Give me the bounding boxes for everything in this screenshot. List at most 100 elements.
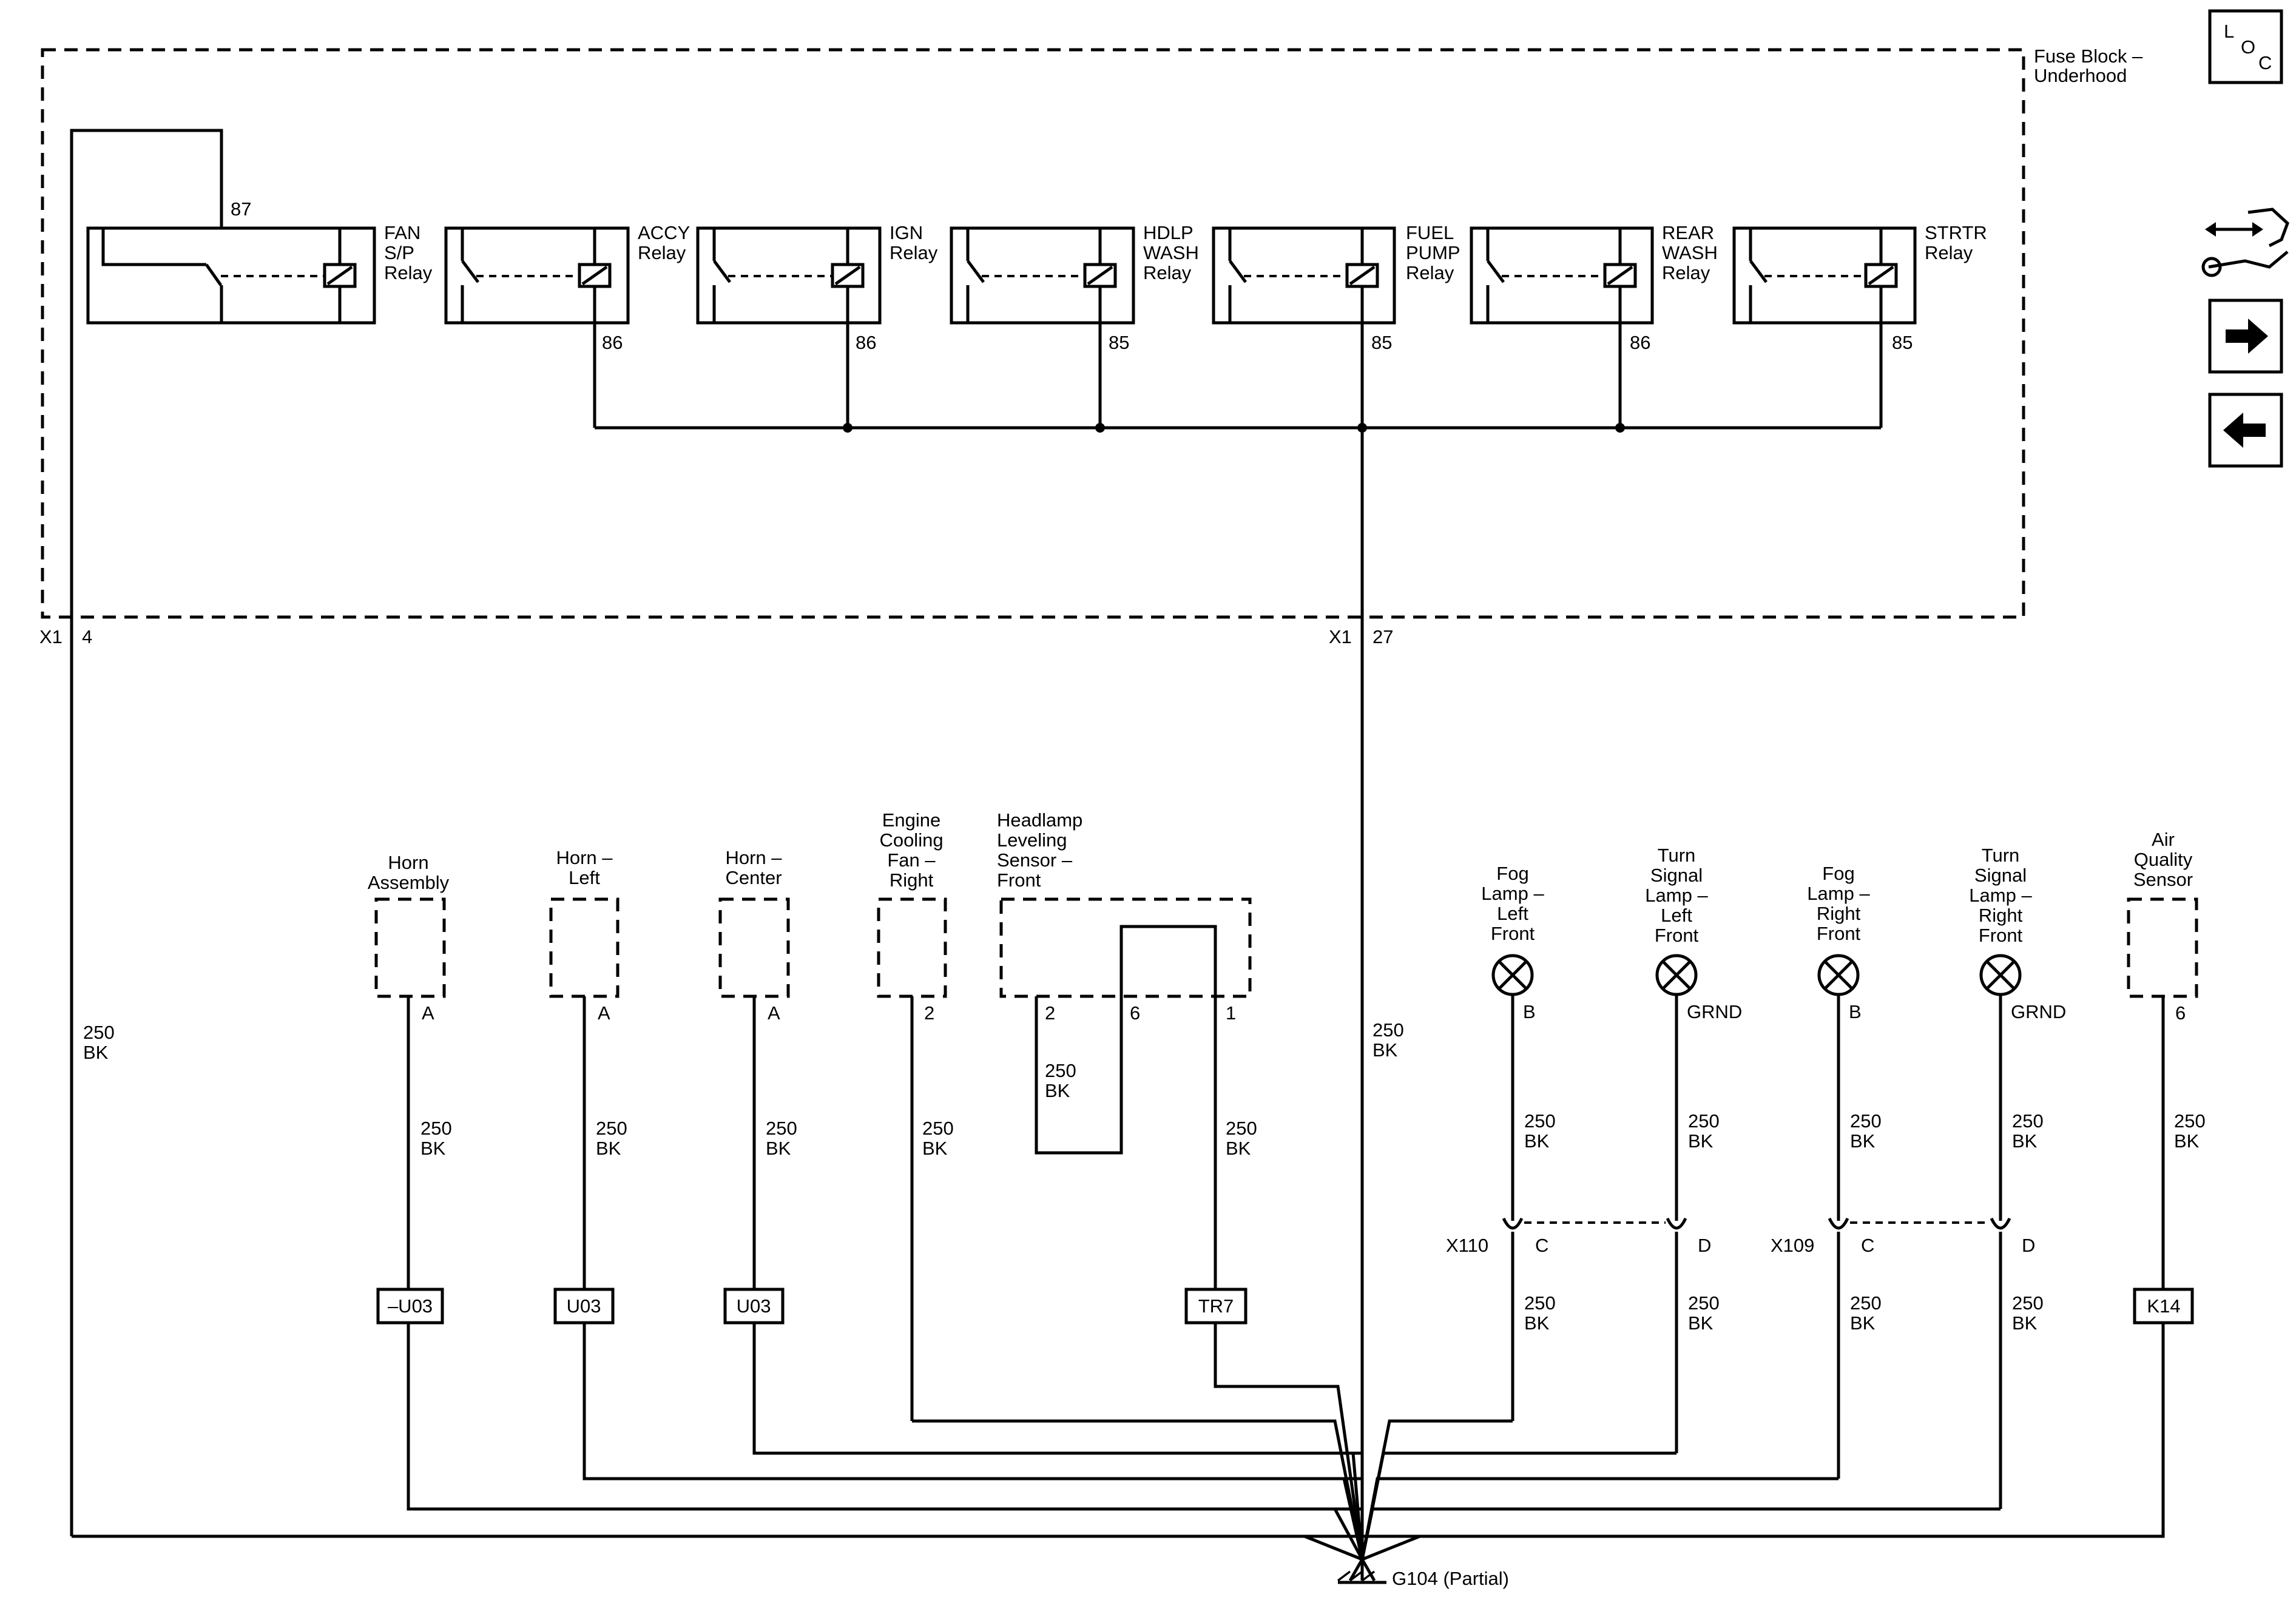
relay-label: ACCY	[638, 222, 690, 243]
location-code: –U03	[388, 1295, 433, 1317]
device-label: Sensor –	[997, 849, 1073, 871]
arrow-left-icon	[2223, 413, 2266, 448]
relay-label: Relay	[1143, 262, 1192, 283]
wire-size: 250	[922, 1118, 954, 1139]
connector-name: X110	[1446, 1235, 1488, 1256]
device-label: Front	[1979, 925, 2023, 946]
device-label: Leveling	[997, 829, 1067, 851]
wire-color: BK	[1524, 1130, 1550, 1152]
pin-label: 6	[1130, 1002, 1140, 1024]
device-label: Engine	[882, 809, 941, 831]
inline-connector-x110: X110 C D 250 BK 250 BK	[1360, 1207, 1720, 1560]
device-label: Turn	[1982, 845, 2020, 866]
relay-accy: ACCY Relay 86	[444, 222, 690, 353]
relay-label: S/P	[384, 242, 414, 263]
device-label: Air	[2152, 829, 2175, 850]
relay-pin: 86	[1630, 332, 1650, 353]
pin-label: 2	[1045, 1002, 1055, 1024]
next-page-button[interactable]	[2208, 299, 2283, 374]
relay-label: STRTR	[1925, 222, 1987, 243]
relay-pin: 85	[1371, 332, 1392, 353]
device-air-quality-sensor: Air Quality Sensor 6 250 BK K14	[1362, 829, 2206, 1538]
device-label: Signal	[1974, 865, 2027, 886]
wire-size: 250	[596, 1118, 627, 1139]
wire-size: 250	[2012, 1110, 2044, 1132]
wire-color: BK	[1850, 1130, 1876, 1152]
loc-button[interactable]: L O C	[2208, 9, 2283, 84]
prev-page-button[interactable]	[2208, 393, 2283, 468]
relay-label: IGN	[890, 222, 923, 243]
device-label: Left	[1661, 905, 1692, 926]
lamp-icon	[1655, 954, 1698, 996]
relay-fuel-pump: FUEL PUMP Relay 85	[1212, 222, 1460, 353]
device-label: Turn	[1658, 845, 1696, 866]
device-label: Lamp –	[1969, 885, 2032, 906]
wire-size: 250	[1373, 1019, 1404, 1041]
inline-connector-x109: X109 C D 250 BK 250 BK	[1360, 1207, 2044, 1560]
pin-label: 6	[2175, 1002, 2186, 1024]
pin-label: GRND	[1687, 1001, 1742, 1022]
relay-pin: 85	[1109, 332, 1129, 353]
device-label: Headlamp	[997, 809, 1082, 831]
device-engine-cooling-fan-right: Engine Cooling Fan – Right 2 250 BK	[877, 809, 1364, 1560]
connector-wrench-button[interactable]	[2201, 208, 2289, 277]
ground-label: G104 (Partial)	[1392, 1568, 1509, 1589]
device-label: Front	[1655, 925, 1699, 946]
device-label: Center	[725, 867, 782, 888]
lamp-icon	[1817, 954, 1860, 996]
wire-color: BK	[420, 1138, 446, 1159]
fuse-block-label-2: Underhood	[2034, 65, 2127, 86]
device-label: Front	[1817, 923, 1861, 944]
wire-size: 250	[766, 1118, 797, 1139]
device-label: Quality	[2134, 849, 2193, 870]
wire-size: 250	[1688, 1292, 1720, 1314]
device-label: Lamp –	[1807, 883, 1870, 904]
arrow-right-icon	[2226, 319, 2268, 354]
device-label: Sensor	[2133, 869, 2193, 890]
wire-color: BK	[1373, 1039, 1398, 1061]
device-fog-lamp-right-front: Fog Lamp – Right Front B 250 BK	[1807, 863, 1882, 1207]
wire-color: BK	[83, 1042, 109, 1063]
loc-icon: C	[2258, 52, 2272, 73]
wire-size: 250	[2174, 1110, 2206, 1132]
relay-label: Relay	[638, 242, 686, 263]
location-code: U03	[567, 1295, 601, 1317]
relay-label: HDLP	[1143, 222, 1194, 243]
pin-label: C	[1861, 1235, 1874, 1256]
wire-size: 250	[1524, 1292, 1556, 1314]
wire-color: BK	[1688, 1130, 1714, 1152]
device-horn-assembly: Horn Assembly A 250 BK –U03	[368, 852, 1362, 1511]
device-label: Left	[569, 867, 600, 888]
device-label: Fog	[1822, 863, 1854, 884]
device-label: Lamp –	[1481, 883, 1544, 904]
ground-g104: G104 (Partial)	[1337, 1558, 1509, 1589]
device-turn-signal-lamp-right-front: Turn Signal Lamp – Right Front GRND 250 …	[1969, 845, 2066, 1207]
connector-x1-right: X1	[1329, 626, 1352, 647]
device-label: Right	[1817, 903, 1861, 924]
wire-size: 250	[2012, 1292, 2044, 1314]
relay-label: PUMP	[1406, 242, 1460, 263]
relay-pin: 86	[856, 332, 876, 353]
connector-x1-left: X1	[39, 626, 62, 647]
device-label: Horn –	[725, 847, 782, 868]
pin-label: 1	[1226, 1002, 1236, 1024]
relay-label: FAN	[384, 222, 420, 243]
pin-label: D	[2022, 1235, 2035, 1256]
device-label: Fan –	[887, 849, 936, 871]
relay-label: Relay	[890, 242, 938, 263]
connector-pin: 27	[1373, 626, 1393, 647]
device-label: Front	[997, 869, 1041, 891]
fan-relay-ground-wire	[70, 129, 223, 1536]
location-code: K14	[2147, 1295, 2180, 1317]
relay-pin: 86	[602, 332, 623, 353]
relay-label: Relay	[1925, 242, 1973, 263]
loc-icon: O	[2241, 36, 2255, 58]
wire-color: BK	[766, 1138, 791, 1159]
relay-label: Relay	[1406, 262, 1454, 283]
wire-color: BK	[596, 1138, 621, 1159]
wire-color: BK	[1524, 1312, 1550, 1334]
wire-size: 250	[1524, 1110, 1556, 1132]
relay-label: WASH	[1662, 242, 1718, 263]
connector-name: X109	[1771, 1235, 1814, 1256]
ground-fan-in	[1304, 1453, 1420, 1561]
